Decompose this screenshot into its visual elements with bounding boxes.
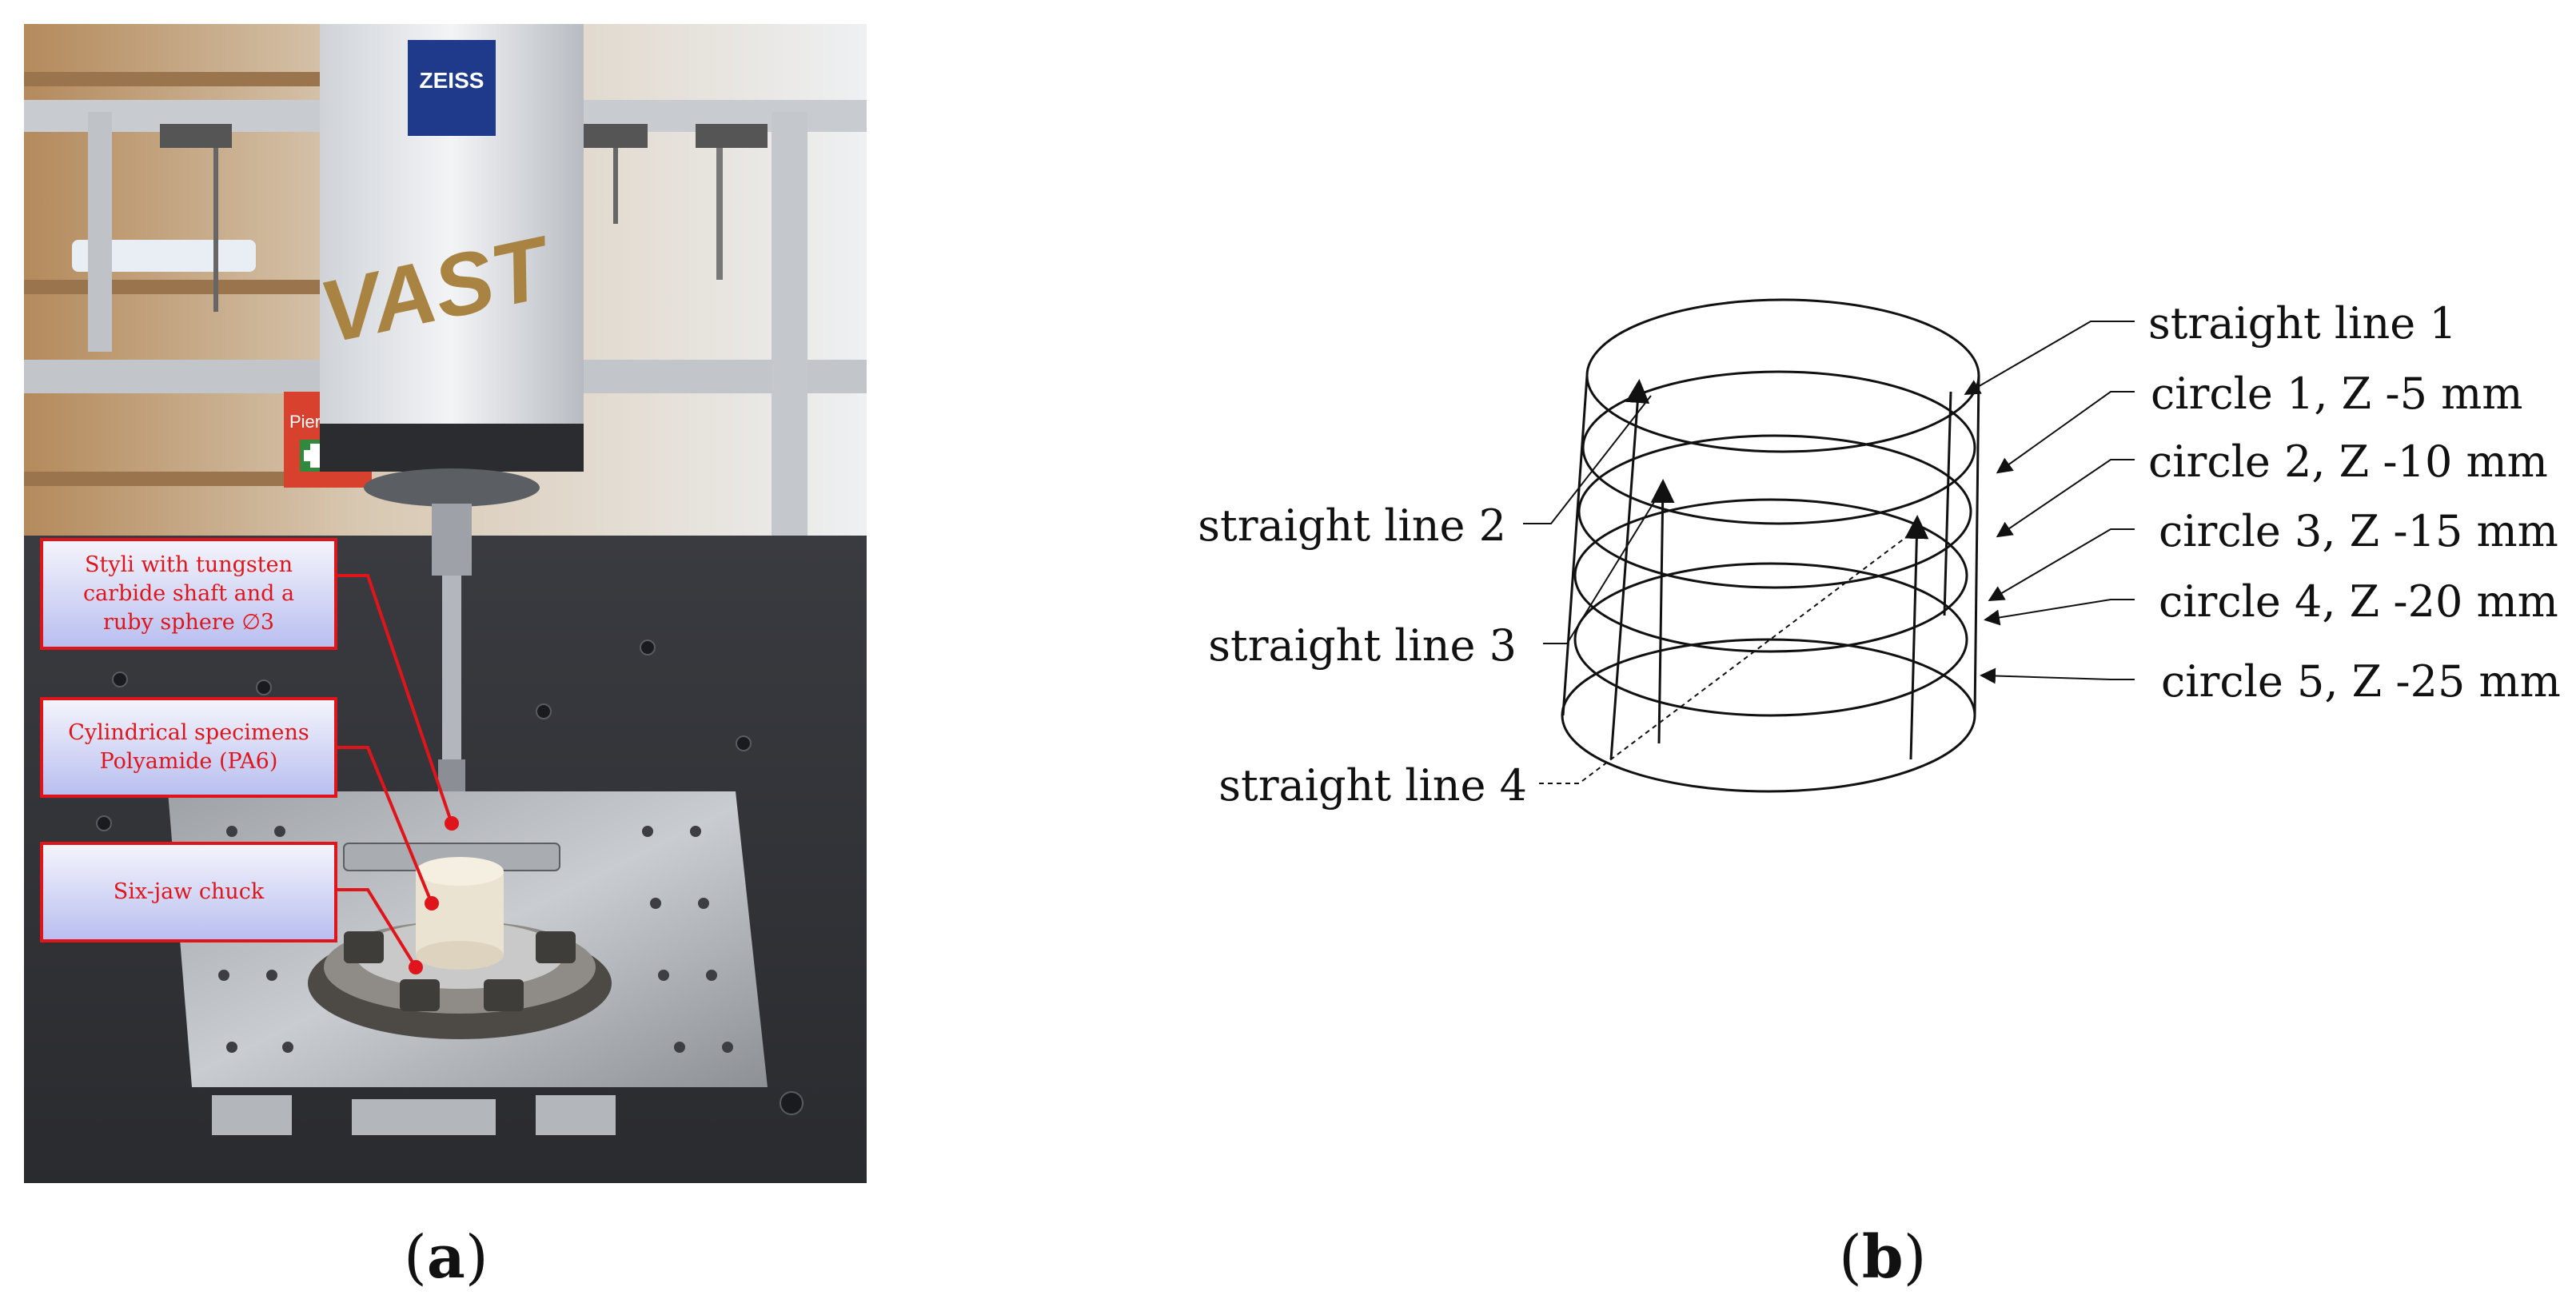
plate-feet: [212, 1095, 292, 1135]
callout-line: Cylindrical specimens: [68, 720, 309, 745]
circle-5: [1573, 562, 1968, 717]
shelf: [24, 472, 328, 486]
column-base: [320, 424, 584, 472]
label-circle-3: circle 3, Z -15 mm: [2159, 506, 2558, 556]
shelf: [24, 72, 328, 86]
cylindrical-specimen-bottom: [416, 941, 504, 970]
zeiss-logo-text: ZEISS: [420, 68, 484, 93]
straight-line-1-path: [1943, 391, 1952, 616]
label-straight-line-3: straight line 3: [1208, 620, 1517, 671]
callout-line: Polyamide (PA6): [99, 749, 278, 774]
diagram-leaders: [1523, 321, 2135, 784]
circle-4: [1573, 498, 1968, 653]
chuck-jaws: [344, 931, 576, 1011]
probe-head: [364, 468, 540, 507]
label-straight-line-1: straight line 1: [2148, 298, 2457, 349]
plate-feet: [352, 1099, 496, 1135]
zeiss-logo: [408, 40, 496, 136]
label-circle-1: circle 1, Z -5 mm: [2151, 369, 2523, 419]
callout-line: carbide shaft and a: [82, 581, 295, 606]
probe-body: [432, 504, 472, 576]
stylus-shaft: [442, 576, 461, 791]
cylinder-bottom: [1561, 638, 1976, 793]
stylus-rack: [160, 124, 768, 312]
straight-lines: [1609, 379, 1952, 760]
straight-line-4-path: [1904, 515, 1929, 760]
cylindrical-specimen-top: [416, 857, 504, 886]
callout-styli: Styli with tungsten carbide shaft and a …: [40, 538, 337, 650]
straight-line-2-path: [1609, 379, 1650, 760]
circle-1: [1585, 298, 1980, 453]
plate-holes: [218, 826, 733, 1053]
callout-leaders: [333, 574, 453, 969]
plate-feet: [536, 1095, 616, 1135]
stylus-tip-holder: [438, 759, 465, 791]
straight-line-3-path: [1650, 479, 1675, 744]
panel-label-a: (a): [404, 1223, 488, 1292]
shelf-items: [72, 240, 256, 272]
label-circle-5: circle 5, Z -25 mm: [2161, 656, 2561, 707]
label-circle-2: circle 2, Z -10 mm: [2148, 436, 2548, 487]
circle-3: [1577, 434, 1972, 589]
callout-leader-dots: [409, 816, 459, 974]
label-circle-4: circle 4, Z -20 mm: [2159, 576, 2558, 627]
measurement-path-diagram: straight line 1 circle 1, Z -5 mm circle…: [1198, 298, 2561, 811]
callout-chuck: Six-jaw chuck: [40, 842, 337, 942]
gantry-post: [772, 112, 807, 560]
label-straight-line-2: straight line 2: [1198, 500, 1506, 551]
callout-line: Styli with tungsten: [84, 552, 293, 577]
label-straight-line-4: straight line 4: [1218, 760, 1527, 811]
panel-label-b: (b): [1839, 1223, 1927, 1292]
callout-line: ruby sphere ∅3: [102, 610, 275, 635]
cylinder-outline: [1561, 298, 1980, 793]
gantry-post: [88, 112, 112, 352]
shelf: [24, 280, 328, 294]
callout-line: Six-jaw chuck: [113, 879, 265, 904]
circle-2: [1581, 370, 1976, 525]
callout-specimens: Cylindrical specimens Polyamide (PA6): [40, 697, 337, 798]
